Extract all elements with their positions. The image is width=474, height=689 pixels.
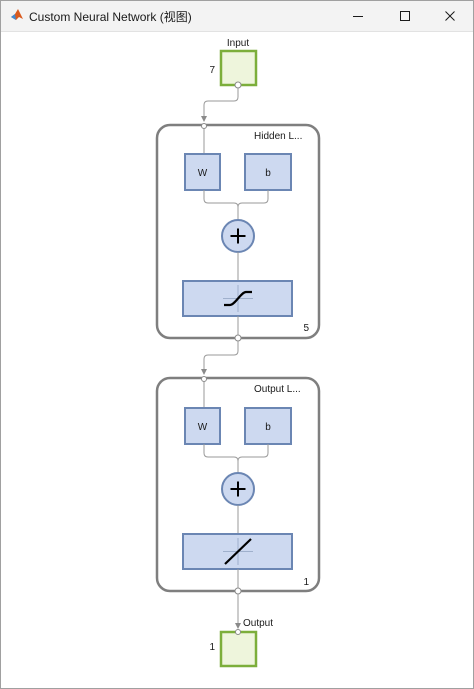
hidden-layer-size: 5 xyxy=(303,323,309,334)
window-title: Custom Neural Network (视图) xyxy=(29,10,192,24)
hidden-bias-label: b xyxy=(265,168,271,179)
maximize-icon xyxy=(400,11,410,21)
output-weight-label: W xyxy=(198,422,208,433)
maximize-button[interactable] xyxy=(382,1,428,31)
wire-hidden-to-output-layer xyxy=(201,341,239,375)
hidden-bias-block[interactable] xyxy=(244,153,292,191)
input-label: Input xyxy=(227,38,249,49)
output-wire-bias-to-sum xyxy=(237,444,269,462)
output-size: 1 xyxy=(209,642,215,653)
title-bar[interactable]: Custom Neural Network (视图) xyxy=(1,1,473,32)
plus-icon xyxy=(230,481,246,497)
purelin-line-icon xyxy=(223,538,253,565)
hidden-weight-label: W xyxy=(198,168,208,179)
wire-input-to-hidden xyxy=(201,88,239,122)
output-node-port xyxy=(235,629,241,635)
plus-icon xyxy=(230,228,246,244)
output-layer-output-port xyxy=(234,587,242,595)
close-button[interactable] xyxy=(427,1,473,31)
hidden-wire-bias-to-sum xyxy=(237,190,269,208)
minimize-button[interactable] xyxy=(335,1,381,31)
tansig-curve-icon xyxy=(223,285,253,312)
input-size: 7 xyxy=(209,65,215,76)
input-node[interactable] xyxy=(219,49,258,87)
output-layer-label: Output L... xyxy=(254,384,301,395)
output-node[interactable] xyxy=(219,630,258,668)
close-icon xyxy=(445,11,455,21)
hidden-layer-label: Hidden L... xyxy=(254,131,302,142)
hidden-output-port xyxy=(234,334,242,342)
hidden-input-port xyxy=(201,123,207,129)
input-port xyxy=(234,81,242,89)
hidden-weight-block[interactable] xyxy=(184,153,221,191)
output-label: Output xyxy=(243,618,273,629)
output-layer-size: 1 xyxy=(303,577,309,588)
minimize-icon xyxy=(353,16,363,17)
matlab-logo-icon xyxy=(11,9,23,20)
output-weight-block[interactable] xyxy=(184,407,221,445)
output-bias-label: b xyxy=(265,422,271,433)
output-layer-input-port xyxy=(201,376,207,382)
network-diagram: Input 7 Hidden L... 5 W b xyxy=(155,38,321,668)
